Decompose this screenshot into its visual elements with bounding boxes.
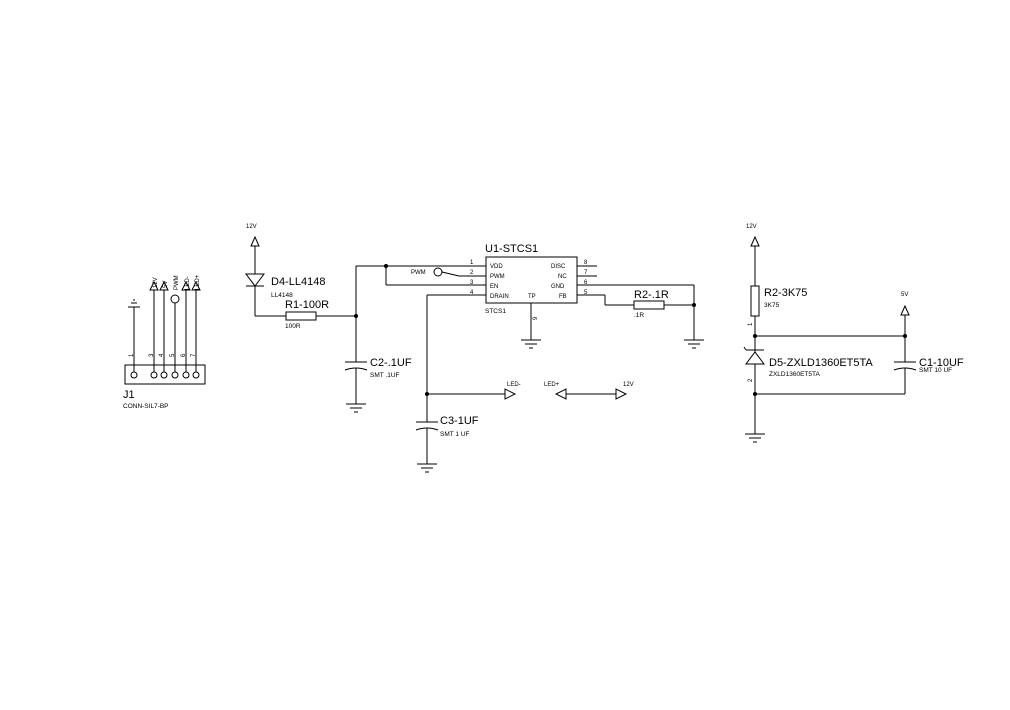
j1-pin-number: 3 xyxy=(149,353,155,357)
r1-value: 100R xyxy=(285,323,301,330)
j1-signal-label: 12V xyxy=(153,277,159,288)
u1-pin-name: PWM xyxy=(490,274,505,280)
j1-pin-number: 6 xyxy=(181,353,187,357)
u1-pin-name: DISC xyxy=(551,264,566,270)
d4-ref: D4-LL4148 xyxy=(271,276,325,288)
u1-pin-number: 3 xyxy=(470,280,474,286)
u1-pin-name: GND xyxy=(551,284,565,290)
j1-pin-6 xyxy=(182,371,190,379)
u1-pin-number: 5 xyxy=(584,290,588,296)
diode-d5 xyxy=(743,346,765,365)
power-arrow-icon xyxy=(159,280,169,291)
j1-pin-3 xyxy=(150,371,158,379)
r2-sense-section: R2-.1R .1R xyxy=(597,284,704,349)
d5-value: ZXLD1360ET5TA xyxy=(769,371,820,378)
j1-pin-4 xyxy=(160,371,168,379)
c2-value: SMT .1UF xyxy=(370,372,400,379)
net-arrow-icon xyxy=(554,388,567,400)
power-label-12v: 12V xyxy=(746,224,757,230)
d5-pin-number: 2 xyxy=(748,378,754,382)
c1-ref: C1-10UF xyxy=(919,357,964,369)
net-arrow-icon xyxy=(504,388,517,400)
u1-ref: U1-STCS1 xyxy=(485,243,538,255)
power-label-5v: 5V xyxy=(901,292,908,298)
led-minus-label: LED- xyxy=(507,382,521,388)
d5-pin-number: 1 xyxy=(748,322,754,326)
ground-icon xyxy=(417,463,437,473)
d4-value: LL4148 xyxy=(271,292,293,299)
d5-c1-section: 12V R2-3K75 3K75 1 D5-ZXLD1360ET5TA ZXLD… xyxy=(743,224,964,443)
diode-d4 xyxy=(245,273,265,287)
ground-icon xyxy=(521,339,541,349)
j1-signal-label: LED+ xyxy=(195,274,201,290)
power-arrow-icon xyxy=(900,304,910,316)
j1-signal-label: LED- xyxy=(185,276,191,290)
j1-value: CONN-SIL7-BP xyxy=(123,403,169,410)
u1-pin-name: EN xyxy=(490,284,498,290)
resistor-r1 xyxy=(285,311,317,321)
c3-ref: C3-1UF xyxy=(440,415,479,427)
d4-r1-c2-section: 12V D4-LL4148 LL4148 R1-100R 100R C2-.1U… xyxy=(245,224,486,413)
u1-pin-name: FB xyxy=(559,294,567,300)
r2b-value: 3K75 xyxy=(764,302,780,309)
led-plus-net: LED+ 12V xyxy=(544,382,634,400)
r2a-value: .1R xyxy=(634,312,644,319)
u1-pin-number: 6 xyxy=(584,280,588,286)
u1-pin-name: TP xyxy=(528,294,536,300)
c3-value: SMT 1 UF xyxy=(440,431,470,438)
c2-ref: C2-.1UF xyxy=(370,357,412,369)
resistor-r2-sense xyxy=(633,300,665,310)
c1-value: SMT 10 UF xyxy=(919,367,952,374)
ground-icon xyxy=(346,403,366,413)
r1-ref: R1-100R xyxy=(285,299,329,311)
power-arrow-icon xyxy=(149,280,159,291)
power-label-12v: 12V xyxy=(623,382,634,388)
resistor-r2-3k75 xyxy=(750,285,760,317)
led-plus-label: LED+ xyxy=(544,382,560,388)
j1-body xyxy=(124,364,206,385)
j1-pin-7 xyxy=(192,371,200,379)
d5-ref: D5-ZXLD1360ET5TA xyxy=(769,357,873,369)
net-arrow-icon xyxy=(615,388,628,400)
j1-pin-number: 1 xyxy=(129,353,135,357)
power-arrow-icon xyxy=(250,235,260,247)
u1-value: STCS1 xyxy=(485,308,506,315)
junction-dot xyxy=(692,303,696,307)
j1-ref: J1 xyxy=(123,389,135,401)
connector-j1: 1 3 4 5 6 7 12V 5V PWM LED- LED+ J1 CONN… xyxy=(123,274,206,410)
power-arrow-icon xyxy=(750,235,760,247)
pwm-port-icon xyxy=(433,267,443,277)
ground-icon xyxy=(745,433,765,443)
pwm-port-icon xyxy=(170,294,180,304)
c3-section: LED- C3-1UF SMT 1 UF xyxy=(415,294,521,473)
j1-signal-label: PWM xyxy=(174,275,180,290)
u1-pin-number: 7 xyxy=(584,270,588,276)
u1-pin-name: NC xyxy=(558,274,567,280)
u1-pin-name: VDD xyxy=(490,264,503,270)
j1-pin-number: 4 xyxy=(159,353,165,357)
j1-pin-number: 7 xyxy=(191,353,197,357)
j1-pin-5 xyxy=(171,371,179,379)
r2a-ref: R2-.1R xyxy=(634,289,669,301)
zener-diode-icon xyxy=(745,351,765,365)
j1-pin-1 xyxy=(130,371,138,379)
net-arrow-icon xyxy=(181,280,191,291)
j1-pin-number: 5 xyxy=(170,353,176,357)
pwm-net-label: PWM xyxy=(411,270,426,276)
r2b-ref: R2-3K75 xyxy=(764,287,807,299)
ic-u1: U1-STCS1 1 2 3 4 VDD PWM EN DRAIN 8 7 6 … xyxy=(411,243,605,349)
net-arrow-icon xyxy=(191,280,201,291)
u1-pin-name: DRAIN xyxy=(490,294,509,300)
power-label-12v: 12V xyxy=(246,224,257,230)
u1-pin-number: 8 xyxy=(584,260,588,266)
u1-pin-number: 1 xyxy=(470,260,474,266)
u1-pin-number: 2 xyxy=(470,270,474,276)
ground-icon xyxy=(684,339,704,349)
u1-pin-number: 9 xyxy=(533,316,539,320)
j1-signal-label: 5V xyxy=(163,281,169,288)
diode-icon xyxy=(245,273,265,287)
u1-pin-number: 4 xyxy=(470,290,474,296)
